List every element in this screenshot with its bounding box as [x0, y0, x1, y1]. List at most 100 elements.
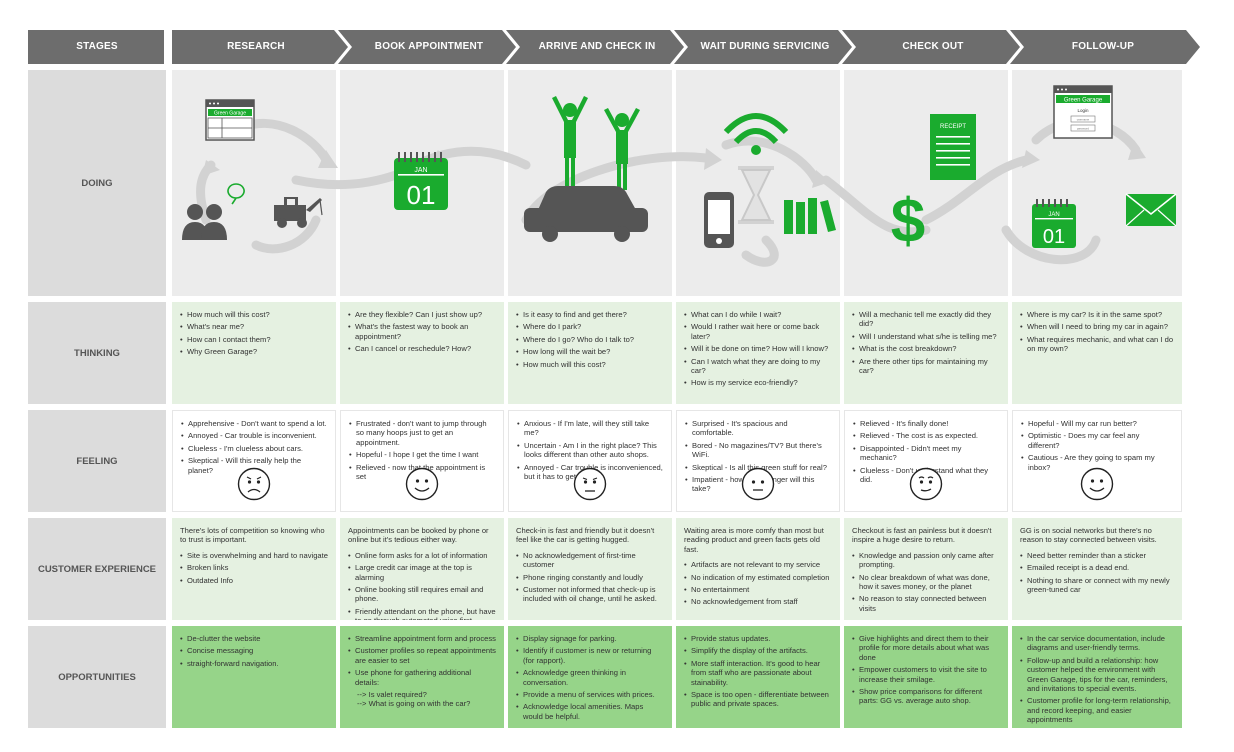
thinking-item: How is my service eco-friendly?: [684, 378, 832, 388]
envelope-icon: [1125, 193, 1177, 227]
thinking-cell-arrive: Is it easy to find and get there? Where …: [508, 302, 672, 404]
cx-item: Online form asks for a lot of informatio…: [348, 551, 496, 561]
thinking-item: When will I need to bring my car in agai…: [1020, 322, 1174, 332]
thinking-item: What's near me?: [180, 322, 328, 332]
dollar-sign-icon: $: [891, 187, 925, 256]
thinking-cell-followup: Where is my car? Is it in the same spot?…: [1012, 302, 1182, 404]
cx-intro: Waiting area is more comfy than most but…: [684, 526, 824, 554]
feeling-item: Hopeful - Will my car run better?: [1021, 419, 1173, 429]
feeling-item: Relieved - It's finally done!: [853, 419, 999, 429]
calendar-month: JAN: [414, 167, 427, 174]
thinking-item: Where do I park?: [516, 322, 664, 332]
login-label: Login: [1077, 108, 1089, 113]
calendar-icon: JAN 01: [394, 152, 448, 210]
followup-calendar-month: JAN: [1048, 212, 1059, 218]
receipt-label: RECEIPT: [940, 124, 966, 130]
opportunity-item: In the car service documentation, includ…: [1020, 634, 1174, 653]
cx-intro: Checkout is fast an painless but it does…: [852, 526, 992, 545]
cx-cell-checkout: Checkout is fast an painless but it does…: [844, 518, 1008, 620]
row-header-opportunities: OPPORTUNITIES: [28, 626, 166, 728]
cx-cell-research: There's lots of competition so knowing w…: [172, 518, 336, 620]
opportunity-item: Identify if customer is new or returning…: [516, 646, 664, 665]
cx-item: Broken links: [180, 563, 328, 573]
row-header-customer-experience: CUSTOMER EXPERIENCE: [28, 518, 166, 620]
thinking-cell-wait: What can I do while I wait? Would I rath…: [676, 302, 840, 404]
cx-item: Emailed receipt is a dead end.: [1020, 563, 1174, 573]
thinking-item: Can I cancel or reschedule? How?: [348, 344, 496, 354]
worried-face-icon: [237, 467, 271, 501]
opportunities-cell-followup: In the car service documentation, includ…: [1012, 626, 1182, 728]
opportunity-item: Acknowledge local amenities. Maps would …: [516, 702, 664, 721]
feeling-item: Relieved - now that the appointment is s…: [349, 463, 495, 482]
opportunity-subitem: --> Is valet required?: [357, 690, 427, 700]
neutral-face-icon: [741, 467, 775, 501]
feeling-item: Bored - No magazines/TV? But there's WiF…: [685, 441, 831, 460]
login-browser-icon: Green Garage Login username password: [1053, 85, 1113, 139]
cx-cell-wait: Waiting area is more comfy than most but…: [676, 518, 840, 620]
cx-cell-arrive: Check-in is fast and friendly but it doe…: [508, 518, 672, 620]
opportunity-item: Display signage for parking.: [516, 634, 664, 644]
stages-bar: STAGES RESEARCH BOOK APPOINTMENT ARRIVE …: [28, 30, 1200, 64]
feeling-item: Annoyed - Car trouble is inconvenient.: [181, 431, 327, 441]
opportunity-item: Empower customers to visit the site to i…: [852, 665, 1000, 684]
opportunity-item: Simplify the display of the artifacts.: [684, 646, 832, 656]
cx-item: Phone ringing constantly and loudly: [516, 573, 664, 583]
thinking-item: What is the cost breakdown?: [852, 344, 1000, 354]
browser-window-icon: Green Garage: [205, 99, 255, 141]
followup-calendar-icon: JAN 01: [1032, 199, 1076, 248]
feeling-item: Uncertain - Am I in the right place? Thi…: [517, 441, 663, 460]
opportunity-item: Acknowledge green thinking in conversati…: [516, 668, 664, 687]
thinking-item: What requires mechanic, and what can I d…: [1020, 335, 1174, 354]
people-talking-icon: [182, 204, 227, 240]
feeling-cell-book: Frustrated - don't want to jump through …: [340, 410, 504, 512]
thinking-item: Where do I go? Who do I talk to?: [516, 335, 664, 345]
opportunities-cell-checkout: Give highlights and direct them to their…: [844, 626, 1008, 728]
followup-calendar-day: 01: [1043, 226, 1065, 248]
opportunity-item: Follow-up and build a relationship: how …: [1020, 656, 1174, 694]
doing-illustrations: Green Garage JAN 01: [182, 85, 1177, 267]
cx-item: No acknowledgement of first-time custome…: [516, 551, 664, 570]
cx-item: No clear breakdown of what was done, how…: [852, 573, 1000, 592]
cx-item: No entertainment: [684, 585, 832, 595]
opportunity-subitem: --> What is going on with the car?: [357, 699, 471, 709]
cx-cell-book: Appointments can be booked by phone or o…: [340, 518, 504, 620]
tow-truck-icon: [274, 197, 323, 228]
password-field: password: [1077, 127, 1089, 131]
car-icon: [524, 186, 648, 242]
stage-header-arrive-check-in: ARRIVE AND CHECK IN: [538, 41, 656, 52]
hourglass-icon: [738, 166, 774, 224]
row-header-thinking: THINKING: [28, 302, 166, 404]
feeling-item: Anxious - If I'm late, will they still t…: [517, 419, 663, 438]
wifi-icon: [723, 113, 789, 145]
feeling-item: Hopeful - I hope I get the time I want: [349, 450, 495, 460]
thinking-item: How much will this cost?: [180, 310, 328, 320]
thinking-item: What's the fastest way to book an appoin…: [348, 322, 496, 341]
cx-item: Outdated Info: [180, 576, 328, 586]
username-field: username: [1077, 118, 1090, 122]
calendar-day: 01: [407, 180, 436, 210]
cx-item: Nothing to share or connect with my newl…: [1020, 576, 1174, 595]
cx-item: Friendly attendant on the phone, but hav…: [348, 607, 496, 620]
thinking-item: Will a mechanic tell me exactly did they…: [852, 310, 1000, 329]
opportunity-item: Give highlights and direct them to their…: [852, 634, 1000, 662]
browser-brand-text: Green Garage: [214, 111, 246, 117]
thinking-item: How can I contact them?: [180, 335, 328, 345]
row-header-doing: DOING: [28, 70, 166, 296]
smiling-face-icon: [405, 467, 439, 501]
stage-header-follow-up: FOLLOW-UP: [1071, 41, 1135, 52]
row-header-feeling: FEELING: [28, 410, 166, 512]
cx-item: Large credit car image at the top is ala…: [348, 563, 496, 582]
cx-intro: There's lots of competition so knowing w…: [180, 526, 325, 545]
cx-item: No indication of my estimated completion: [684, 573, 832, 583]
thinking-cell-checkout: Will a mechanic tell me exactly did they…: [844, 302, 1008, 404]
feeling-item: Annoyed - Car trouble is inconvenienced,…: [517, 463, 663, 482]
thinking-item: Where is my car? Is it in the same spot?: [1020, 310, 1174, 320]
stages-arrow-bar: [28, 30, 1200, 64]
opportunity-item: More staff interaction. It's good to hea…: [684, 659, 832, 687]
cx-item: Knowledge and passion only came after pr…: [852, 551, 1000, 570]
stage-header-wait-servicing: WAIT DURING SERVICING: [700, 41, 830, 52]
opportunity-item: Provide a menu of services with prices.: [516, 690, 664, 700]
opportunity-item: straight-forward navigation.: [180, 659, 328, 669]
opportunity-item: De-clutter the website: [180, 634, 328, 644]
books-icon: [784, 198, 836, 234]
